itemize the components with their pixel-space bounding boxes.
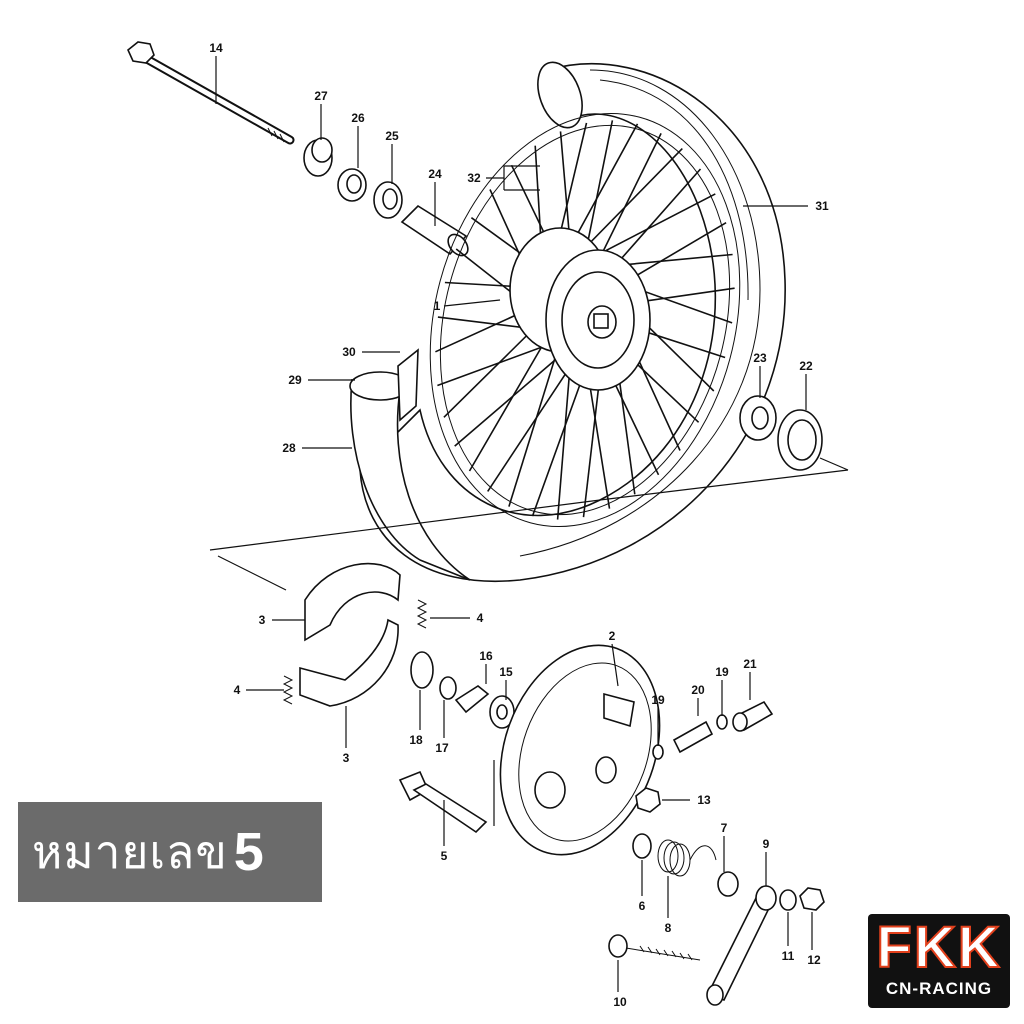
label-9: 9 (763, 837, 770, 851)
label-12: 12 (807, 953, 821, 967)
spoke (454, 351, 565, 447)
washer-19a-part (652, 744, 664, 760)
indicator-ring-part (717, 871, 739, 897)
spacer-part (400, 204, 469, 257)
gear-part (489, 695, 515, 729)
label-2: 2 (609, 629, 616, 643)
label-13: 13 (697, 793, 711, 807)
spoke (608, 168, 702, 274)
return-spring-part (657, 839, 717, 877)
right-bearing-part (739, 395, 777, 441)
oring-part (632, 833, 652, 859)
label-19-left: 19 (651, 693, 665, 707)
label-23: 23 (753, 351, 767, 365)
brake-shoe-upper-part (304, 562, 401, 642)
part-labels: 14 27 26 25 24 32 31 1 30 29 28 23 22 3 … (209, 41, 829, 1009)
logo-sub-text: CN-RACING (885, 979, 993, 998)
brand-logo: FKK CN-RACING (868, 914, 1010, 1008)
label-1: 1 (434, 299, 441, 313)
brake-shoe-lower-part (299, 618, 399, 707)
adjuster-part (672, 720, 714, 754)
bearing-part (373, 181, 403, 219)
spoke (556, 354, 572, 520)
spoke (443, 321, 541, 418)
label-11: 11 (782, 949, 795, 963)
label-19-right: 19 (715, 665, 729, 679)
label-26: 26 (351, 111, 365, 125)
spoke (508, 348, 559, 507)
label-8: 8 (665, 921, 672, 935)
right-seal-part (777, 409, 823, 471)
label-14: 14 (209, 41, 223, 55)
spoke (591, 193, 716, 259)
label-22: 22 (799, 359, 813, 373)
washer-part (439, 676, 457, 700)
part-number-note: หมายเลข 5 (18, 802, 322, 902)
label-4-upper: 4 (477, 611, 484, 625)
label-21: 21 (743, 657, 757, 671)
spoke (597, 133, 662, 263)
label-3-lower: 3 (343, 751, 350, 765)
brake-panel-part (499, 644, 661, 856)
tire-part (359, 61, 786, 582)
spoke (437, 342, 553, 387)
spring-lower-part (282, 675, 294, 705)
spoke (468, 336, 548, 472)
label-4-lower: 4 (234, 683, 241, 697)
spoke (487, 354, 579, 492)
label-30: 30 (342, 345, 356, 359)
label-20: 20 (691, 683, 705, 697)
lever-nut-part (799, 887, 825, 911)
label-5: 5 (441, 849, 448, 863)
indicator-plate-part (454, 685, 490, 714)
label-3-upper: 3 (259, 613, 266, 627)
spring-upper-part (416, 599, 428, 629)
cable-adjuster-part (732, 700, 774, 732)
camshaft-part (398, 770, 488, 834)
axle-part (127, 41, 295, 145)
label-32: 32 (467, 171, 481, 185)
washer-19b-part (716, 714, 728, 730)
hub-part (509, 227, 651, 391)
snap-ring-part (410, 651, 434, 689)
logo-main-text: FKK (875, 915, 1002, 980)
label-17: 17 (435, 741, 449, 755)
note-text: หมายเลข (32, 824, 228, 879)
seal-part (337, 168, 367, 202)
label-18: 18 (409, 733, 423, 747)
label-7: 7 (721, 821, 728, 835)
bolt-part (608, 934, 701, 961)
rim-band-part (397, 348, 419, 422)
label-15: 15 (499, 665, 513, 679)
label-29: 29 (288, 373, 302, 387)
label-27: 27 (314, 89, 328, 103)
small-washer-part (779, 889, 797, 911)
tube-part (349, 371, 471, 581)
spoke (577, 148, 683, 256)
collar-part (303, 137, 333, 177)
note-number: 5 (233, 822, 264, 882)
nut-part (635, 787, 661, 813)
label-28: 28 (282, 441, 296, 455)
label-25: 25 (385, 129, 399, 143)
leader-lines (215, 56, 813, 992)
label-6: 6 (639, 899, 646, 913)
brake-arm-part (706, 885, 777, 1006)
label-31: 31 (815, 199, 829, 213)
label-10: 10 (613, 995, 627, 1009)
label-16: 16 (479, 649, 493, 663)
spoke (584, 120, 614, 256)
label-24: 24 (428, 167, 442, 181)
